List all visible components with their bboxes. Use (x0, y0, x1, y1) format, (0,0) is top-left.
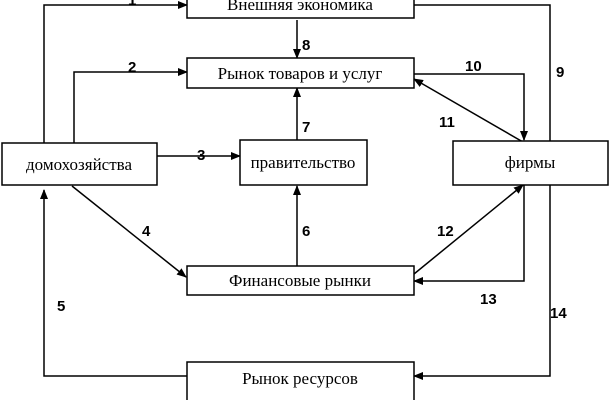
node-firms: фирмы (452, 140, 609, 186)
edge-label-2: 2 (128, 59, 136, 76)
node-external-economy: Внешняя экономика (186, 0, 415, 19)
edge-label-12: 12 (437, 223, 454, 240)
edge-12 (413, 184, 524, 275)
edge-label-11: 11 (439, 114, 455, 131)
edge-label-8: 8 (302, 37, 310, 54)
node-households: домохозяйства (1, 142, 158, 186)
node-goods-market: Рынок товаров и услуг (186, 57, 415, 89)
node-financial-markets-label: Финансовые рынки (229, 271, 371, 290)
node-government-label: правительство (251, 153, 356, 172)
edge-label-7: 7 (302, 119, 310, 136)
edge-label-13: 13 (480, 291, 497, 308)
node-firms-label: фирмы (505, 153, 556, 172)
edge-13 (413, 185, 525, 285)
edge-label-5: 5 (57, 298, 65, 315)
edge-label-6: 6 (302, 223, 310, 240)
edge-label-3: 3 (197, 147, 205, 164)
node-external-economy-label: Внешняя экономика (227, 0, 373, 14)
edge-11 (413, 78, 524, 143)
node-resource-market: Рынок ресурсов (186, 361, 415, 400)
node-goods-market-label: Рынок товаров и услуг (218, 64, 383, 83)
node-financial-markets: Финансовые рынки (186, 265, 415, 296)
edge-2 (73, 68, 188, 143)
edge-10 (414, 73, 528, 141)
edge-9 (414, 4, 551, 141)
edge-label-14: 14 (550, 305, 567, 322)
edge-label-9: 9 (556, 64, 564, 81)
edge-label-4: 4 (142, 223, 151, 240)
edge-4 (71, 185, 187, 278)
node-resource-market-label: Рынок ресурсов (242, 369, 358, 388)
node-households-label: домохозяйства (26, 155, 132, 174)
edge-14 (413, 185, 551, 380)
edge-5 (40, 189, 187, 377)
edge-label-10: 10 (465, 58, 482, 75)
edge-label-1: 1 (128, 0, 136, 9)
node-government: правительство (239, 139, 368, 186)
edge-1 (43, 1, 188, 143)
